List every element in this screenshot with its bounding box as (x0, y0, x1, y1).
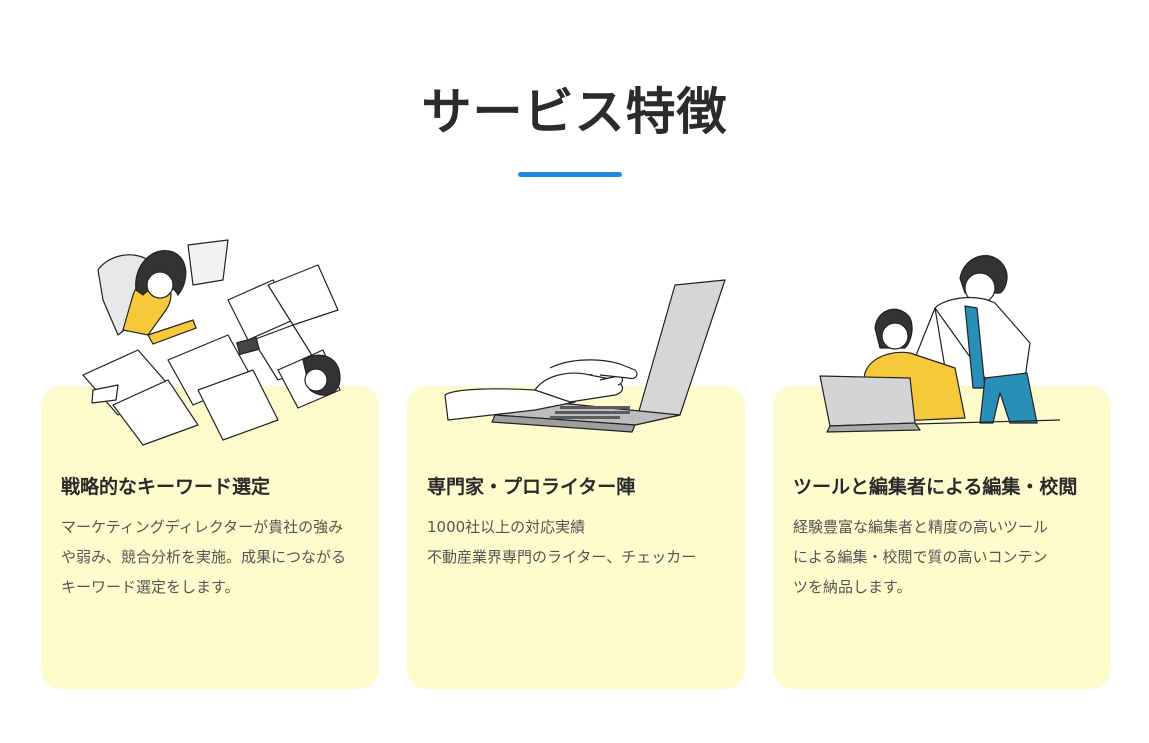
section-title: サービス特徴 (421, 83, 728, 141)
card-title: 専門家・プロライター陣 (427, 476, 636, 498)
card-description-line: 経験豊富な編集者と精度の高いツール (793, 518, 1049, 536)
card-description-line: 1000社以上の対応実績 (427, 518, 586, 536)
team-meeting-illustration (82, 239, 341, 446)
card-title: 戦略的なキーワード選定 (61, 476, 271, 498)
feature-card-keyword: 戦略的なキーワード選定 マーケティングディレクターが貴社の強み や弱み、競合分析… (41, 386, 379, 689)
laptop-typing-illustration (444, 279, 726, 433)
feature-card-editing: ツールと編集者による編集・校閲 経験豊富な編集者と精度の高いツール による編集・… (773, 386, 1111, 689)
card-description-line: 不動産業界専門のライター、チェッカー (427, 548, 697, 566)
card-title: ツールと編集者による編集・校閲 (793, 476, 1078, 498)
feature-card-writers: 専門家・プロライター陣 1000社以上の対応実績 不動産業界専門のライター、チェ… (407, 386, 745, 689)
card-description: 1000社以上の対応実績 不動産業界専門のライター、チェッカー (427, 512, 731, 572)
card-description-line: キーワード選定をします。 (61, 578, 240, 596)
card-description-line: マーケティングディレクターが貴社の強み (61, 518, 344, 536)
coworkers-laptop-illustration (819, 255, 1061, 433)
card-description: マーケティングディレクターが貴社の強み や弱み、競合分析を実施。成果につながる … (61, 512, 365, 602)
card-description-line: による編集・校閲で質の高いコンテン (793, 548, 1048, 566)
title-underline (518, 172, 622, 177)
card-description-line: や弱み、競合分析を実施。成果につながる (61, 548, 347, 566)
card-description: 経験豊富な編集者と精度の高いツール による編集・校閲で質の高いコンテン ツを納品… (793, 512, 1097, 602)
card-description-line: ツを納品します。 (793, 578, 912, 596)
